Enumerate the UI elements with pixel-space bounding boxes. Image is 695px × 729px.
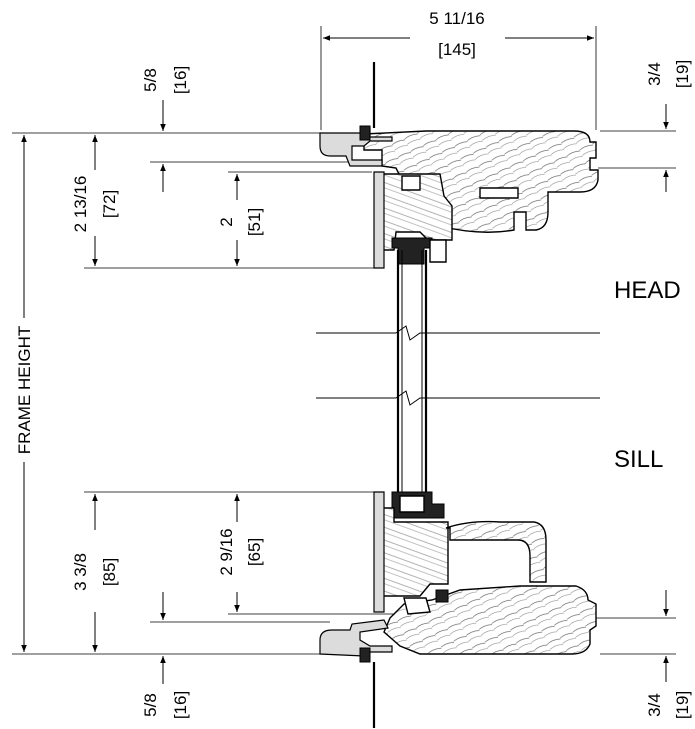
head-top-left-metric: [16] xyxy=(171,66,190,94)
sill-cladding xyxy=(319,619,393,657)
head-top-right-frac: 3/4 xyxy=(645,62,664,86)
head-outer-dimension: 2 13/16 [72] xyxy=(71,135,380,269)
head-label: HEAD xyxy=(614,277,681,304)
head-section xyxy=(319,62,599,269)
overall-width-metric: [145] xyxy=(438,40,476,59)
sill-inner-frac: 2 9/16 xyxy=(217,528,236,575)
head-glass-stop xyxy=(429,239,447,263)
sill-bottom-right-dimension: 3/4 [19] xyxy=(590,590,692,719)
sill-section xyxy=(319,491,597,728)
head-top-left-frac: 5/8 xyxy=(141,68,160,92)
sill-weatherstrip xyxy=(403,597,431,615)
frame-height-dimension: FRAME HEIGHT xyxy=(12,132,320,655)
sill-fastener xyxy=(359,647,371,663)
sill-sash-wood xyxy=(379,507,449,597)
head-inner-metric: [51] xyxy=(245,208,264,236)
sill-inner-dimension: 2 9/16 [65] xyxy=(217,494,395,615)
sill-track xyxy=(435,589,449,603)
sill-outer-metric: [85] xyxy=(100,558,119,586)
sill-outer-frac: 3 3/8 xyxy=(71,553,90,591)
head-top-right-dimension: 3/4 [19] xyxy=(598,60,692,192)
head-outer-metric: [72] xyxy=(100,190,119,218)
head-inner-dimension: 2 [51] xyxy=(217,171,372,266)
head-sash-cladding xyxy=(373,171,385,269)
head-outer-frac: 2 13/16 xyxy=(71,176,90,233)
sill-glass-stop xyxy=(399,495,425,513)
break-lines xyxy=(316,325,600,406)
sill-outer-dimension: 3 3/8 [85] xyxy=(71,491,380,652)
sill-bottom-left-metric: [16] xyxy=(171,691,190,719)
sill-bottom-left-dimension: 5/8 [16] xyxy=(141,592,330,719)
insulated-glass xyxy=(396,250,428,500)
sill-bottom-left-frac: 5/8 xyxy=(141,693,160,717)
head-weatherstrip xyxy=(401,175,421,191)
head-interior-stop xyxy=(479,187,519,199)
sill-frame-wood xyxy=(383,585,597,655)
head-inner-frac: 2 xyxy=(217,217,236,226)
sill-label: SILL xyxy=(614,446,663,473)
sill-bottom-right-metric: [19] xyxy=(673,691,692,719)
frame-height-label: FRAME HEIGHT xyxy=(15,326,34,454)
sill-inner-metric: [65] xyxy=(245,538,264,566)
head-cladding xyxy=(319,127,393,167)
sill-bottom-right-frac: 3/4 xyxy=(645,693,664,717)
head-top-right-metric: [19] xyxy=(673,60,692,88)
overall-width-frac: 5 11/16 xyxy=(429,9,484,28)
sill-stool-wood xyxy=(445,520,547,583)
sill-sash-cladding xyxy=(373,491,385,613)
head-top-left-dimension: 5/8 [16] xyxy=(141,66,378,192)
overall-width-dimension: 5 11/16 [145] xyxy=(320,9,597,130)
head-fastener xyxy=(359,125,371,141)
